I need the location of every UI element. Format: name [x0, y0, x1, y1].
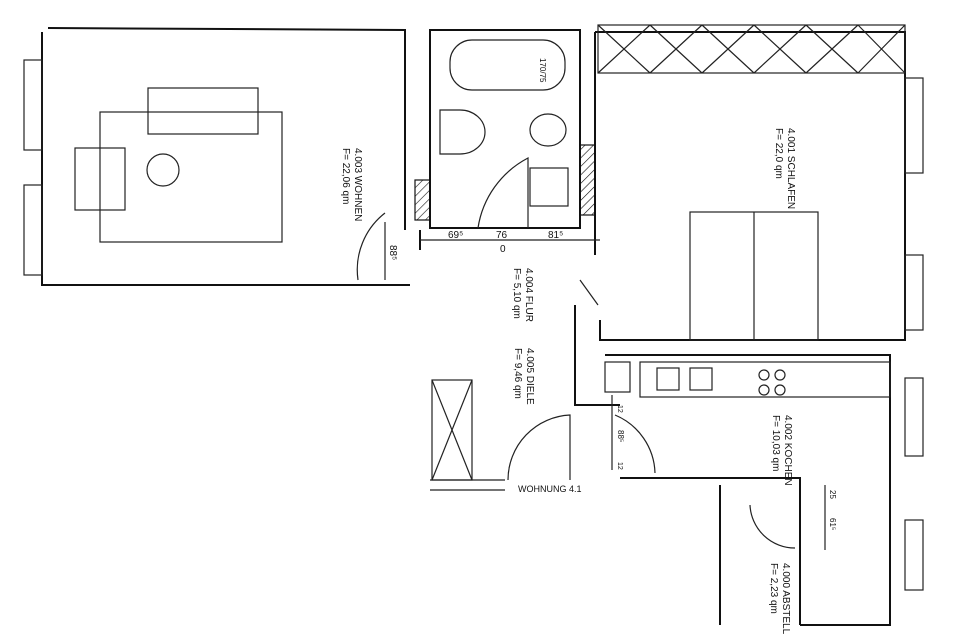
windows	[23, 59, 924, 591]
room-area-schlafen: F= 22,0 qm	[773, 128, 784, 179]
svg-text:25: 25	[828, 490, 837, 499]
svg-text:12: 12	[616, 405, 623, 413]
entrance-label: WOHNUNG 4.1	[518, 484, 582, 494]
room-name-flur: 4.004 FLUR	[523, 268, 534, 322]
svg-text:61⁵: 61⁵	[828, 518, 837, 530]
room-name-schlafen: 4.001 SCHLAFEN	[785, 128, 796, 209]
sofa	[147, 87, 259, 135]
room-area-wohnen: F= 22,06 qm	[340, 148, 351, 204]
room-name-diele: 4.005 DIELE	[524, 348, 535, 405]
table	[146, 153, 180, 187]
svg-text:81⁵: 81⁵	[548, 230, 563, 241]
abstell-door	[749, 504, 796, 549]
svg-text:88⁵: 88⁵	[616, 430, 625, 442]
sink	[439, 109, 486, 155]
walls	[23, 27, 924, 626]
svg-text:170/75: 170/75	[538, 58, 547, 83]
svg-text:88⁵: 88⁵	[387, 245, 398, 260]
rug	[99, 111, 283, 243]
room-area-flur: F= 5,10 qm	[511, 268, 522, 319]
room-name-abstell: 4.000 ABSTELL	[780, 563, 791, 635]
room-area-kochen: F= 10,03 qm	[770, 415, 781, 471]
dimension-lines	[384, 222, 826, 550]
svg-text:76: 76	[496, 230, 508, 241]
wardrobe	[431, 379, 473, 481]
bathtub	[449, 39, 566, 91]
washer	[529, 167, 569, 207]
closet-crosses	[597, 24, 906, 74]
room-labels: 4.003 WOHNEN F= 22,06 qm 4.001 SCHLAFEN …	[340, 128, 796, 635]
furniture	[74, 24, 906, 549]
bath-door	[477, 157, 529, 229]
closet	[597, 24, 906, 74]
room-name-wohnen: 4.003 WOHNEN	[352, 148, 363, 221]
kitchen-door	[614, 414, 656, 474]
svg-text:12: 12	[616, 462, 623, 470]
dimension-texts: 69⁵ 76 81⁵ 0 88⁵ 170/75 88⁵ 12 12 25 61⁵	[387, 58, 837, 530]
room-name-kochen: 4.002 KOCHEN	[782, 415, 793, 486]
svg-text:0: 0	[500, 244, 506, 255]
entrance-door	[507, 414, 571, 481]
wohnen-door	[356, 212, 386, 281]
toilet	[529, 113, 567, 147]
kitchen-counter	[639, 361, 891, 398]
room-area-diele: F= 9,46 qm	[512, 348, 523, 399]
armchair	[74, 147, 126, 211]
room-area-abstell: F= 2,23 qm	[768, 563, 779, 614]
svg-text:69⁵: 69⁵	[448, 230, 463, 241]
